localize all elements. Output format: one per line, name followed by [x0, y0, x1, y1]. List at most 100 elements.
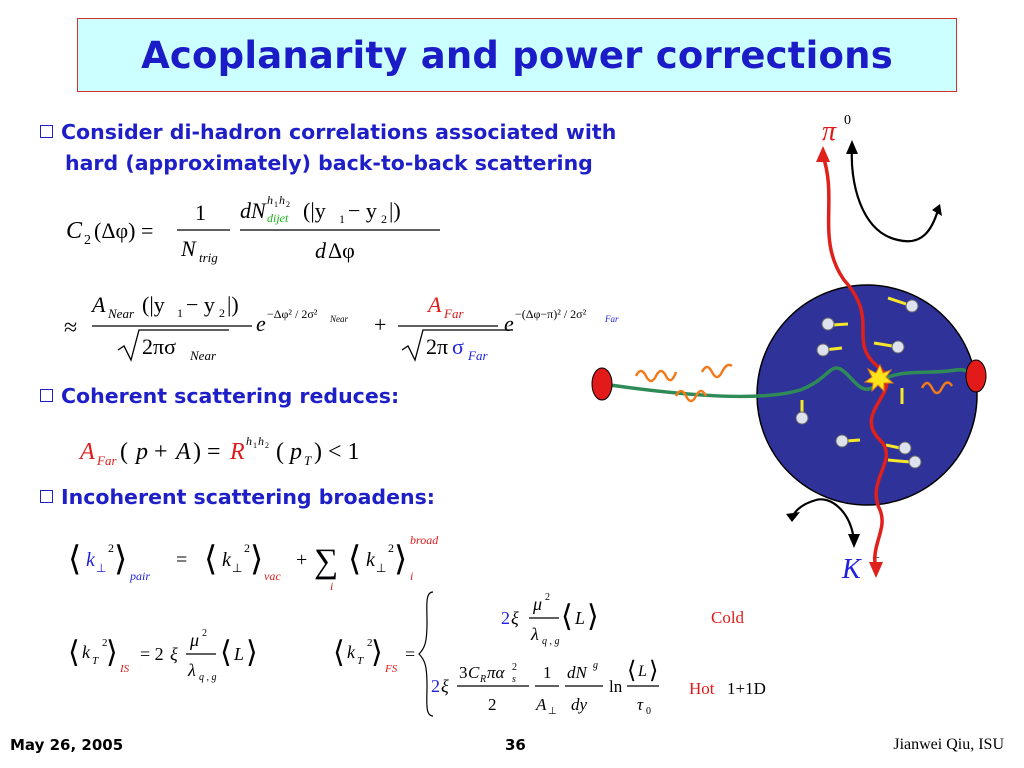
- svg-text:2: 2: [286, 200, 290, 209]
- svg-text:) < 1: ) < 1: [314, 439, 360, 465]
- svg-text:1: 1: [274, 200, 278, 209]
- nucleon-dots: [795, 299, 922, 469]
- svg-text:L: L: [574, 608, 585, 628]
- svg-text:Far: Far: [467, 348, 488, 363]
- svg-text:∑: ∑: [314, 543, 338, 580]
- svg-text:k: k: [347, 642, 356, 662]
- svg-text:1: 1: [177, 306, 183, 320]
- jet-path: [821, 155, 889, 571]
- svg-text:⟨: ⟨: [68, 636, 80, 669]
- svg-text:⟩: ⟩: [250, 541, 263, 578]
- svg-text:ln: ln: [609, 677, 623, 696]
- svg-text:=: =: [176, 549, 187, 571]
- svg-text:T: T: [92, 655, 99, 667]
- svg-text:h: h: [246, 434, 252, 448]
- svg-text:A: A: [174, 439, 191, 465]
- bullet-dihadron-line1: Consider di-hadron correlations associat…: [61, 120, 617, 144]
- bullet-dihadron: Consider di-hadron correlations associat…: [40, 117, 760, 179]
- label-pion-charge: 0: [844, 113, 851, 128]
- svg-text:k: k: [366, 549, 376, 571]
- svg-text:3: 3: [459, 663, 468, 682]
- svg-text:2: 2: [202, 628, 207, 639]
- svg-text:2: 2: [367, 637, 373, 649]
- svg-text:s: s: [512, 674, 516, 685]
- label-cold: Cold: [711, 608, 745, 627]
- svg-text:A: A: [78, 439, 95, 465]
- svg-text:2: 2: [381, 212, 387, 226]
- svg-text:C: C: [66, 218, 83, 244]
- bullet-coherent: Coherent scattering reduces:: [40, 381, 399, 412]
- svg-text:2: 2: [244, 541, 250, 555]
- svg-text:⟨: ⟨: [220, 636, 232, 669]
- bullet-incoherent: Incoherent scattering broadens:: [40, 482, 435, 513]
- svg-text:(|y: (|y: [303, 198, 326, 223]
- svg-text:⟩: ⟩: [394, 541, 407, 578]
- checkbox-bullet-icon: [40, 490, 53, 503]
- svg-text:1: 1: [339, 212, 345, 226]
- svg-text:g: g: [593, 660, 598, 671]
- svg-text:q , g: q , g: [199, 672, 217, 683]
- bullet-incoherent-text: Incoherent scattering broadens:: [61, 485, 436, 509]
- svg-text:Δφ: Δφ: [328, 238, 355, 263]
- svg-text:2: 2: [501, 608, 510, 628]
- svg-text:+: +: [296, 549, 307, 571]
- svg-text:⊥: ⊥: [232, 561, 242, 575]
- svg-text:Far: Far: [96, 453, 117, 468]
- svg-text:dy: dy: [571, 695, 588, 714]
- svg-text:(|y: (|y: [142, 292, 165, 317]
- svg-text:i: i: [410, 569, 413, 583]
- label-hot: Hot: [689, 679, 715, 698]
- arrow-top-icon: [850, 147, 940, 243]
- svg-text:⟩: ⟩: [587, 600, 599, 633]
- footer-date: May 26, 2005: [10, 736, 124, 754]
- svg-text:σ: σ: [452, 334, 464, 359]
- svg-text:(Δφ) =: (Δφ) =: [94, 218, 153, 243]
- svg-text:k: k: [82, 642, 91, 662]
- svg-text:0: 0: [646, 706, 651, 717]
- svg-text:T: T: [304, 453, 312, 468]
- svg-text:⟨: ⟨: [333, 636, 345, 669]
- arrow-bottom-icon: [790, 498, 856, 541]
- svg-text:2: 2: [388, 541, 394, 555]
- svg-text:μ: μ: [532, 594, 542, 614]
- svg-text:⟨: ⟨: [348, 541, 361, 578]
- svg-text:broad: broad: [410, 533, 439, 547]
- svg-text:+: +: [154, 439, 168, 465]
- svg-text:A: A: [535, 695, 547, 714]
- label-kaon: K: [841, 554, 862, 585]
- svg-text:μ: μ: [189, 630, 199, 650]
- svg-text:p: p: [134, 439, 148, 465]
- svg-text:L: L: [233, 644, 244, 664]
- label-hot-system: 1+1D: [727, 679, 766, 698]
- svg-text:− y: − y: [348, 198, 377, 223]
- svg-text:2: 2: [265, 441, 269, 450]
- svg-text:p: p: [288, 439, 302, 465]
- svg-text:2: 2: [108, 541, 114, 555]
- svg-text:2: 2: [512, 662, 517, 673]
- svg-text:L: L: [637, 663, 647, 680]
- svg-text:τ: τ: [637, 695, 644, 714]
- svg-text:1: 1: [195, 200, 206, 225]
- svg-text:trig: trig: [199, 250, 218, 265]
- svg-text:⟩: ⟩: [246, 636, 258, 669]
- svg-text:IS: IS: [119, 663, 130, 675]
- svg-text:e: e: [504, 311, 514, 336]
- svg-text:2: 2: [545, 592, 550, 603]
- svg-text:⟩: ⟩: [114, 541, 127, 578]
- svg-text:ξ: ξ: [511, 608, 519, 628]
- title-box: Acoplanarity and power corrections: [77, 18, 957, 92]
- bullet-coherent-text: Coherent scattering reduces:: [61, 384, 400, 408]
- svg-text:≈: ≈: [64, 315, 77, 341]
- svg-text:2: 2: [488, 695, 497, 714]
- svg-text:Near: Near: [189, 348, 217, 363]
- svg-text:Far: Far: [443, 306, 464, 321]
- svg-text:h: h: [267, 193, 273, 207]
- svg-text:vac: vac: [264, 569, 281, 583]
- svg-text:A: A: [426, 292, 442, 317]
- svg-text:=: =: [405, 644, 415, 664]
- checkbox-bullet-icon: [40, 389, 53, 402]
- svg-text:T: T: [357, 655, 364, 667]
